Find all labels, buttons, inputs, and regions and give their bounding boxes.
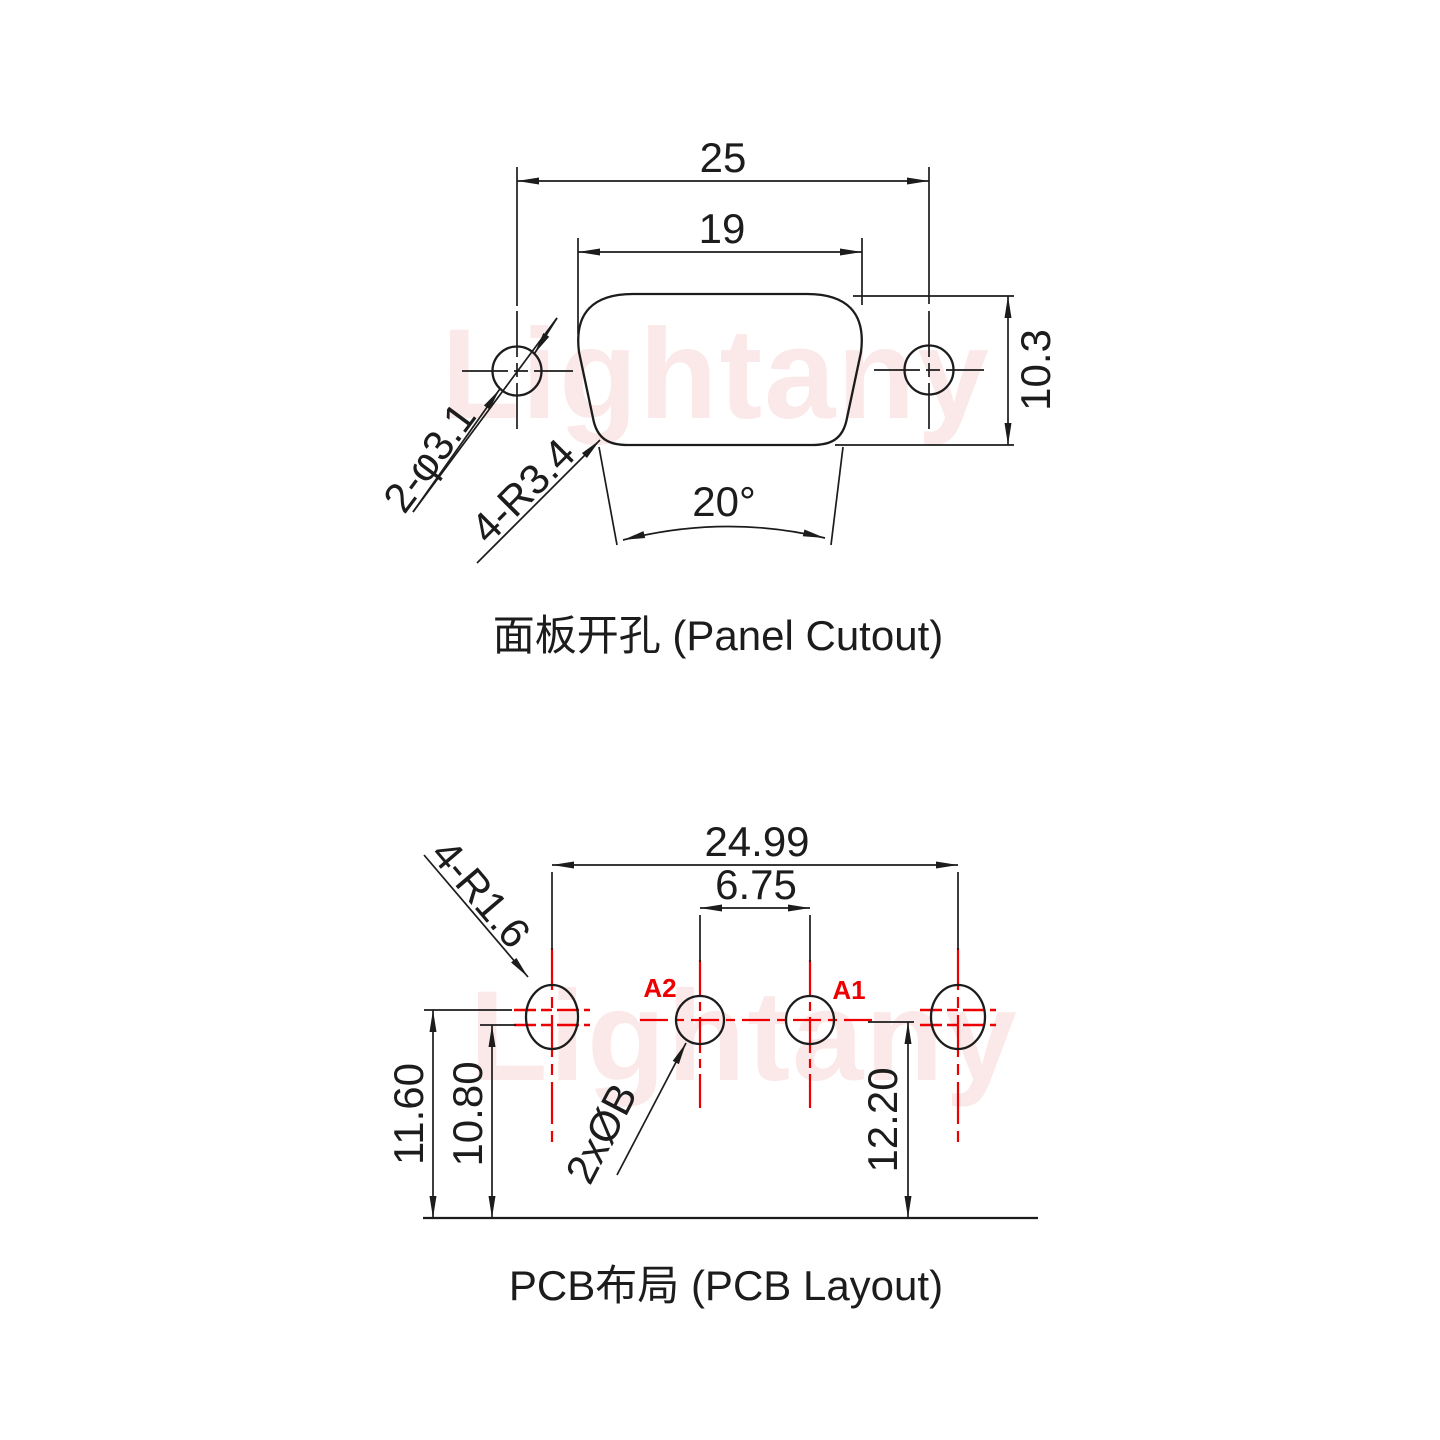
dim-text-25: 25 [700,134,747,181]
leader-arrow-mount-dia-lower [412,389,501,513]
leader-line-corner-radius [476,439,601,564]
leader-line-pad-radius [423,854,529,978]
dim-text-103: 10.3 [1012,329,1059,411]
leader-arrow-mount-dia-upper [533,317,558,354]
angle-text-20deg: 20° [692,478,756,525]
angle-arc [622,525,826,541]
watermark-panel: Lightany [441,303,990,446]
watermark-pcb: Lightany [469,965,1018,1108]
pcb-mount-hole-right [929,983,987,1051]
dim-text-675: 6.75 [715,861,797,908]
dim-text-1220: 12.20 [859,1067,906,1172]
pcb-mount-hole-left [524,983,580,1051]
dim-text-1160: 11.60 [385,1063,432,1165]
pin-label-a2: A2 [643,973,676,1003]
label-pad-radius: 4-R1.6 [422,830,539,956]
panel-cutout-view: Lightany 25 19 10.3 20° [374,134,1059,659]
angle-ext-left [598,446,618,546]
dim-text-1080: 10.80 [444,1061,491,1166]
pcb-layout-title: PCB布局 (PCB Layout) [509,1262,943,1309]
pcb-pin-a1 [784,994,836,1046]
leader-line-mount-dia [412,317,558,513]
dsub-cutout-outline [577,292,863,447]
dim-text-2499: 24.99 [704,818,809,865]
panel-cutout-title: 面板开孔 (Panel Cutout) [493,612,943,659]
pcb-pin-a2 [674,994,726,1046]
leader-line-pin-dia [616,1042,687,1176]
pcb-layout-view: Lightany A2 A1 24.99 6.75 [385,818,1038,1309]
label-corner-radius: 4-R3.4 [462,430,584,552]
dim-text-19: 19 [699,205,746,252]
angle-ext-right [830,446,844,546]
label-mount-holes: 2-φ3.1 [374,394,485,521]
pin-label-a1: A1 [832,975,865,1005]
